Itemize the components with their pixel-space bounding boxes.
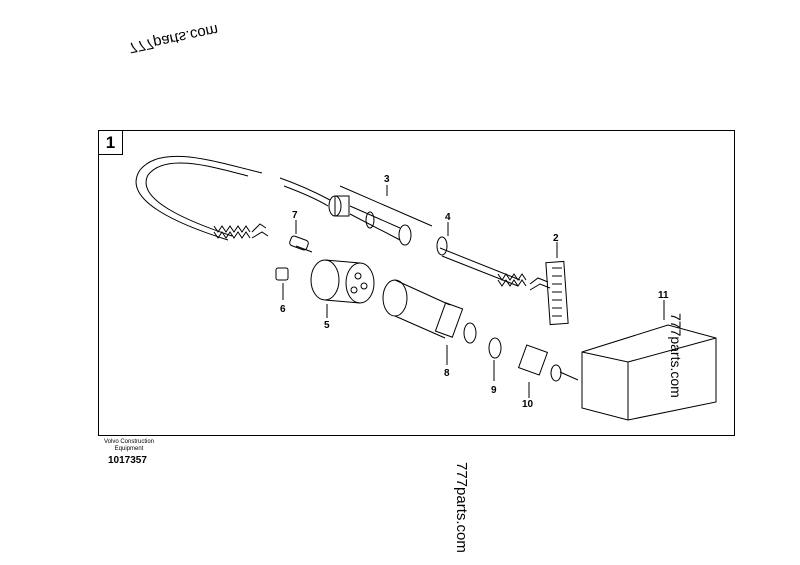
spring-right bbox=[497, 273, 527, 287]
callout-10: 10 bbox=[522, 399, 534, 410]
callout-3: 3 bbox=[384, 174, 390, 185]
callout-2: 2 bbox=[553, 233, 559, 244]
callout-6: 6 bbox=[280, 304, 286, 315]
document-number: 1017357 bbox=[108, 455, 147, 466]
callout-7: 7 bbox=[292, 210, 298, 221]
box-11 bbox=[581, 324, 717, 421]
cable-lower bbox=[439, 247, 521, 281]
diagram-frame bbox=[98, 130, 735, 436]
callout-8: 8 bbox=[444, 368, 450, 379]
cable-loop bbox=[135, 155, 263, 241]
brand-line-2: Equipment bbox=[114, 446, 144, 452]
callout-4: 4 bbox=[445, 212, 451, 223]
callout-9: 9 bbox=[491, 385, 497, 396]
brand-label: Volvo Construction Equipment bbox=[100, 439, 158, 453]
callout-5: 5 bbox=[324, 320, 330, 331]
brand-line-1: Volvo Construction bbox=[103, 439, 155, 445]
figure-number-badge: 1 bbox=[98, 130, 123, 155]
spring-left bbox=[213, 225, 251, 239]
callout-11: 11 bbox=[658, 290, 669, 301]
cable-loop-inner bbox=[145, 162, 249, 237]
cable-upper bbox=[279, 177, 331, 201]
